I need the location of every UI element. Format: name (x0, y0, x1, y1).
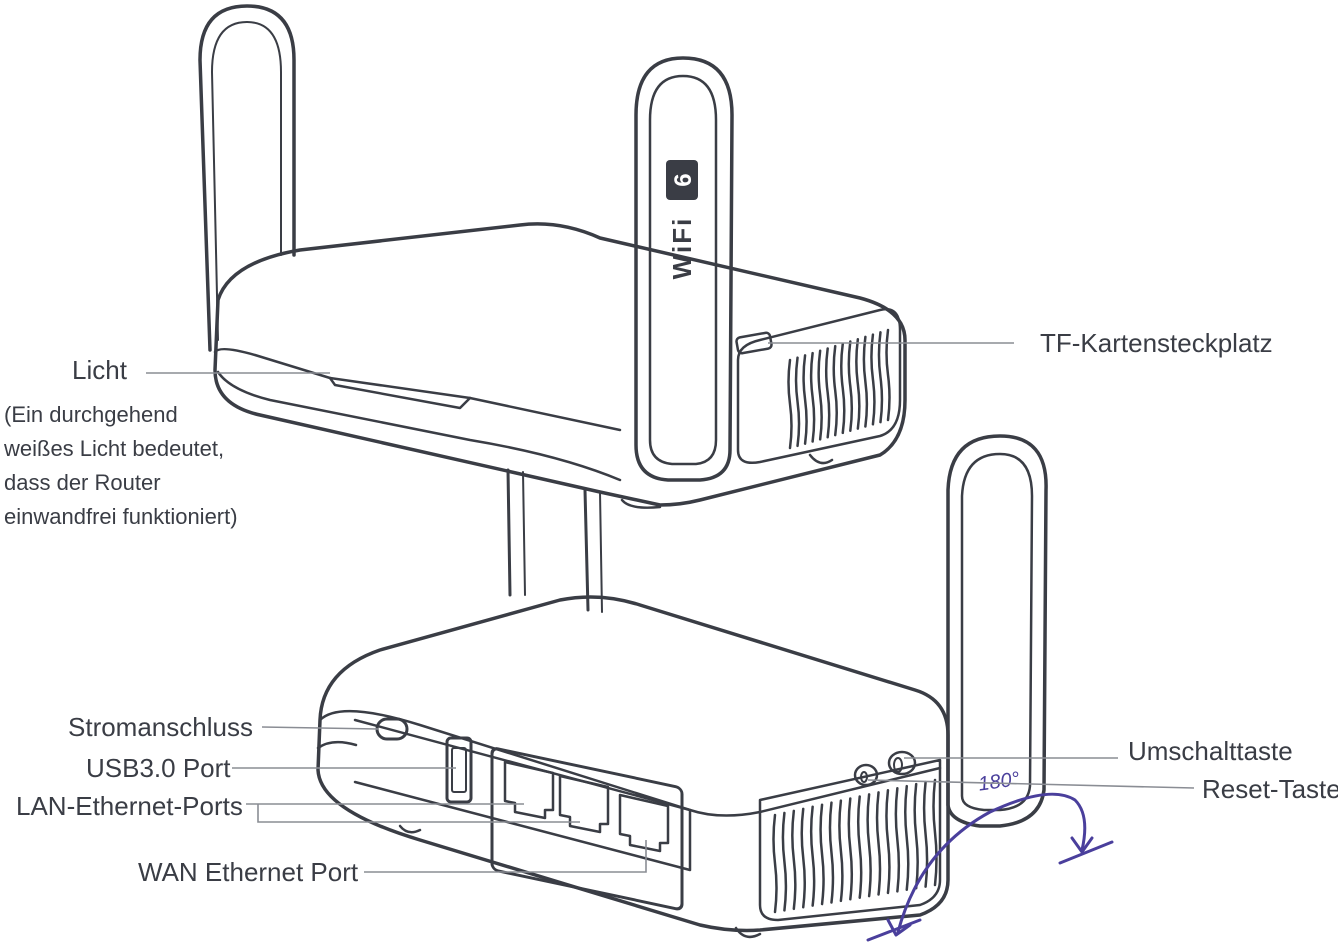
arrow-head (886, 918, 912, 937)
lan-port-2 (558, 774, 610, 834)
bottom-router-foot (734, 926, 762, 939)
bottom-router-seam (316, 740, 358, 750)
light-strip (328, 376, 472, 410)
back-antenna-inner (211, 21, 282, 341)
vent-slot (809, 805, 816, 907)
front-port-panel (353, 718, 692, 872)
rotation-arrow (866, 792, 1114, 942)
light-note-line: einwandfrei funktioniert) (4, 504, 238, 529)
stop-line (866, 918, 922, 942)
vent-slot (817, 349, 823, 441)
vent-slot (824, 347, 831, 439)
usb-port (445, 736, 473, 804)
vent-slots-top (787, 328, 891, 450)
top-vent-panel (736, 307, 902, 464)
bottom-router-foot (398, 824, 422, 834)
lan-wan-block (490, 747, 684, 911)
leader-lines (146, 342, 1195, 873)
vent-slot (840, 342, 846, 435)
vent-slot (847, 797, 854, 901)
light-note-line: dass der Router (4, 470, 161, 495)
usb-port-inner (451, 747, 467, 793)
vent-slot (800, 807, 806, 909)
bottom-router-body (316, 595, 950, 933)
vent-slot (870, 333, 876, 426)
light-note-line: weißes Licht bedeutet, (4, 436, 225, 461)
toggle-switch (887, 750, 917, 776)
vent-slot (875, 791, 882, 896)
vent-slot (855, 337, 861, 430)
vent-slot (838, 799, 844, 903)
vent-slot (877, 331, 884, 424)
wifi6-badge-text: WiFi (667, 217, 697, 280)
side-antenna (946, 434, 1048, 828)
vent-slot (802, 354, 808, 445)
vent-slots-bottom (772, 778, 938, 914)
wifi6-badge-box (666, 160, 698, 200)
vent-slot (828, 801, 835, 904)
wifi6-badge-number: 6 (670, 173, 697, 186)
top-router-seam (213, 347, 622, 432)
vent-slot (866, 793, 872, 898)
vent-slot (862, 335, 869, 428)
vent-slot (922, 780, 929, 888)
rotation-label: 180° (977, 768, 1021, 796)
vent-slot (809, 351, 816, 443)
connector-post (583, 488, 590, 612)
vent-slot (885, 789, 891, 895)
vent-slot (894, 786, 901, 893)
toggle-switch-inner (893, 757, 903, 773)
back-antenna (198, 4, 296, 352)
lan-port-1 (503, 760, 555, 820)
vent-slot (772, 813, 778, 914)
label-usb: USB3.0 Port (86, 753, 231, 783)
vent-slot (856, 795, 863, 899)
bottom-router-top-edge (318, 709, 942, 817)
wifi6-badge: 6 WiFi (666, 160, 698, 279)
leader-power (261, 726, 379, 730)
arrow-head (1070, 836, 1094, 854)
leader-lan-2 (257, 804, 580, 823)
bottom-vent-panel (758, 758, 942, 922)
label-power: Stromanschluss (68, 712, 253, 742)
connector-post (599, 491, 603, 613)
stop-line (1058, 840, 1114, 865)
leader-wan (364, 840, 647, 873)
vent-slot (832, 344, 838, 437)
light-note: (Ein durchgehend weißes Licht bedeutet, … (4, 398, 238, 534)
top-router-foot (620, 498, 662, 509)
vent-slot (781, 811, 788, 912)
top-router-lower-edge (216, 370, 622, 482)
tf-card-slot (735, 331, 773, 355)
label-tf-slot: TF-Kartensteckplatz (1040, 328, 1273, 358)
connector-post (506, 468, 512, 597)
vent-slot (904, 784, 910, 892)
label-reset: Reset-Taste (1202, 774, 1338, 804)
label-light: Licht (72, 355, 127, 385)
vent-slot (847, 340, 854, 433)
leader-reset (867, 779, 1195, 789)
label-toggle: Umschalttaste (1128, 736, 1293, 766)
reset-button-inner (860, 771, 868, 783)
side-antenna-inner (960, 452, 1034, 812)
vent-slot (932, 778, 938, 887)
connector-post (522, 471, 526, 596)
front-antenna-inner (648, 74, 718, 466)
vent-slot (787, 358, 793, 450)
label-lan: LAN-Ethernet-Ports (16, 791, 243, 821)
vent-slot (819, 803, 825, 906)
top-router-lid (213, 222, 907, 507)
light-note-line: (Ein durchgehend (4, 402, 178, 427)
vent-slot (913, 782, 919, 890)
wan-port (618, 793, 670, 853)
top-router-foot (808, 453, 834, 465)
label-wan: WAN Ethernet Port (138, 857, 359, 887)
vent-slot (791, 809, 797, 911)
reset-button (853, 763, 879, 787)
vent-slot (794, 356, 801, 448)
front-antenna (634, 56, 734, 482)
